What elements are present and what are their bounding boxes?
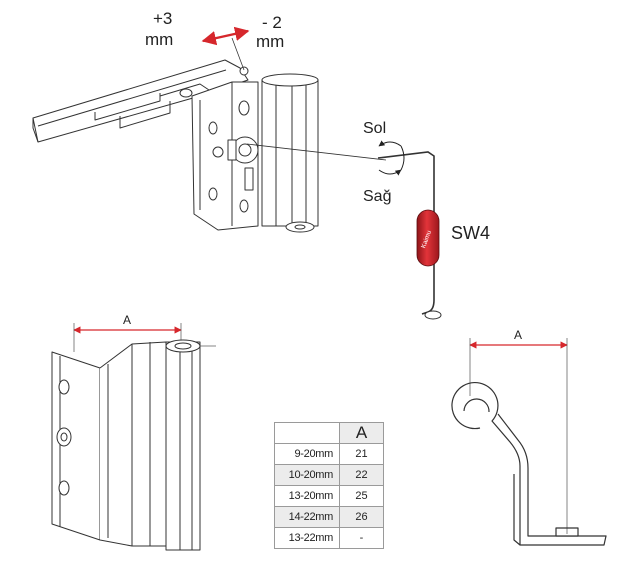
dimension-table: A 9-20mm 21 10-20mm 22 13-20mm 25 14-22m… [274, 422, 384, 549]
table-cell-a: 26 [339, 506, 384, 528]
minus-value: - 2 [262, 13, 282, 32]
table-row: 9-20mm 21 [274, 443, 384, 465]
top-hinge-drawing [32, 59, 319, 233]
table-row: 13-22mm - [274, 527, 384, 549]
minus-unit: mm [256, 32, 284, 51]
table-header-a: A [339, 422, 384, 444]
table-cell-size: 13-20mm [274, 485, 340, 507]
table-row: 10-20mm 22 [274, 464, 384, 486]
table-row: 14-22mm 26 [274, 506, 384, 528]
adjustment-arrow [201, 26, 250, 46]
table-cell-size: 14-22mm [274, 506, 340, 528]
table-cell-size: 9-20mm [274, 443, 340, 465]
left-dimension-label: A [123, 313, 131, 327]
table-cell-size: 10-20mm [274, 464, 340, 486]
adjustment-leader [231, 37, 245, 71]
plus-unit: mm [145, 30, 173, 49]
table-cell-a: - [339, 527, 384, 549]
rotation-arrows [378, 140, 405, 176]
table-cell-a: 22 [339, 464, 384, 486]
table-cell-a: 25 [339, 485, 384, 507]
plus-value: +3 [153, 9, 172, 28]
table-cell-size: 13-22mm [274, 527, 340, 549]
allen-key-handle [416, 209, 440, 267]
rotate-left-label: Sol [363, 120, 386, 137]
allen-key: Kaimu [246, 143, 442, 320]
rotate-right-label: Sağ [363, 188, 391, 205]
table-corner [274, 422, 340, 444]
table-row: 13-20mm 25 [274, 485, 384, 507]
left-hinge-drawing [51, 339, 201, 551]
right-hinge-drawing [451, 382, 607, 546]
right-dimension-label: A [514, 328, 522, 342]
tool-label: SW4 [451, 223, 490, 243]
table-cell-a: 21 [339, 443, 384, 465]
